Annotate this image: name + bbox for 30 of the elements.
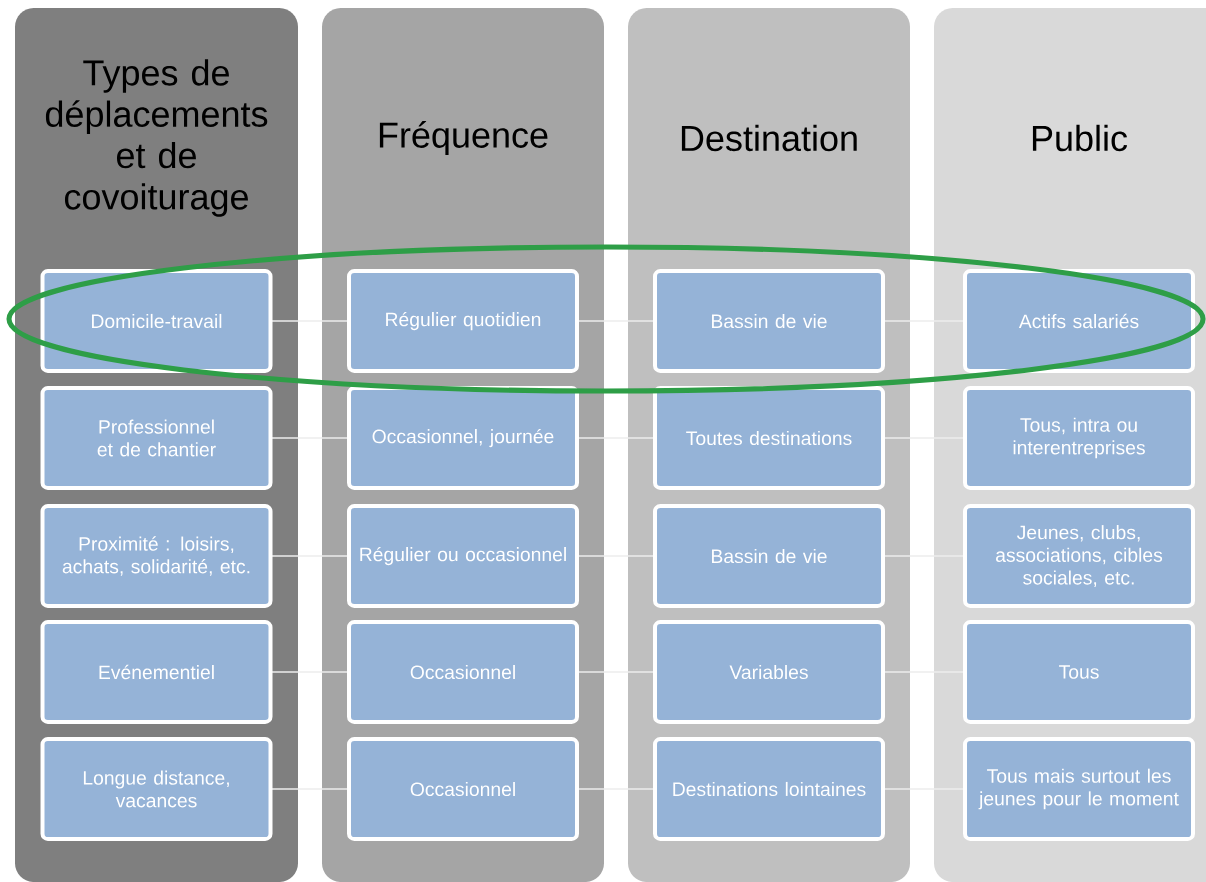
item-box: Régulier ou occasionnel xyxy=(347,504,579,608)
item-box: Occasionnel, journée xyxy=(347,386,579,490)
connector-line xyxy=(576,671,656,673)
item-box: Evénementiel xyxy=(40,620,273,724)
item-box: Proximité : loisirs, achats, solidarité, etc. xyxy=(40,504,273,608)
item-box: Tous mais surtout les jeunes pour le moment xyxy=(963,737,1195,841)
item-box: Longue distance, vacances xyxy=(40,737,273,841)
item-box: Régulier quotidien xyxy=(347,269,579,373)
connector-line xyxy=(576,320,656,322)
item-box: Toutes destinations xyxy=(653,386,885,490)
item-box: Tous, intra ou interentreprises xyxy=(963,386,1195,490)
connector-line xyxy=(882,320,966,322)
item-box: Actifs salariés xyxy=(963,269,1195,373)
item-box: Occasionnel xyxy=(347,737,579,841)
item-box: Occasionnel xyxy=(347,620,579,724)
connector-line xyxy=(576,788,656,790)
connector-line xyxy=(882,671,966,673)
connector-line xyxy=(576,555,656,557)
item-box: Destinations lointaines xyxy=(653,737,885,841)
item-box: Bassin de vie xyxy=(653,504,885,608)
item-box: Jeunes, clubs, associations, cibles sociales, etc. xyxy=(963,504,1195,608)
connector-line xyxy=(576,437,656,439)
connector-line xyxy=(882,437,966,439)
item-box: Bassin de vie xyxy=(653,269,885,373)
item-box: Domicile-travail xyxy=(40,269,273,373)
item-box: Professionnel et de chantier xyxy=(40,386,273,490)
item-box: Tous xyxy=(963,620,1195,724)
connector-line xyxy=(882,555,966,557)
item-box: Variables xyxy=(653,620,885,724)
connector-line xyxy=(882,788,966,790)
